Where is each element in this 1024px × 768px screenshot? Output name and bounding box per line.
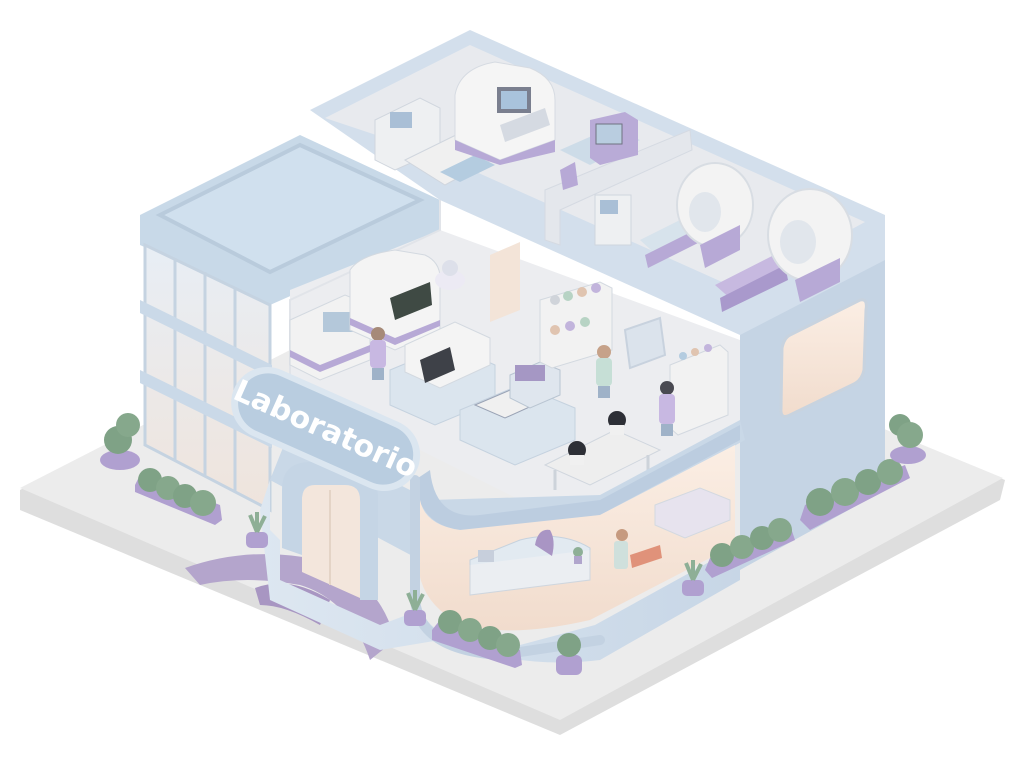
planter-front-long xyxy=(135,468,222,525)
potted-plant-1 xyxy=(246,512,268,548)
technician-1 xyxy=(370,327,386,380)
computer-terminal xyxy=(560,112,640,190)
technician-3 xyxy=(659,381,675,436)
technician-2 xyxy=(596,345,612,398)
mri-scanner-2 xyxy=(715,188,853,312)
mri-scanner-1 xyxy=(640,162,754,268)
automated-analyzers xyxy=(289,249,465,381)
sample-bench xyxy=(459,361,576,466)
potted-plant-4 xyxy=(682,560,704,596)
potted-plant-3 xyxy=(556,633,582,675)
partition-wall xyxy=(544,129,693,246)
potted-plant-2 xyxy=(404,590,426,626)
centrifuge-bench xyxy=(389,321,496,426)
planter-right-side xyxy=(800,459,910,530)
planter-right-front xyxy=(705,518,795,578)
planter-left-corner xyxy=(100,413,140,470)
shelves-with-jars xyxy=(539,281,729,436)
analyzer-with-keypad xyxy=(454,61,556,165)
glass-facade xyxy=(140,242,272,513)
reception-area xyxy=(418,445,735,631)
planter-front-right xyxy=(432,610,522,668)
floor-slab xyxy=(270,420,745,560)
planter-right-corner xyxy=(889,414,926,464)
